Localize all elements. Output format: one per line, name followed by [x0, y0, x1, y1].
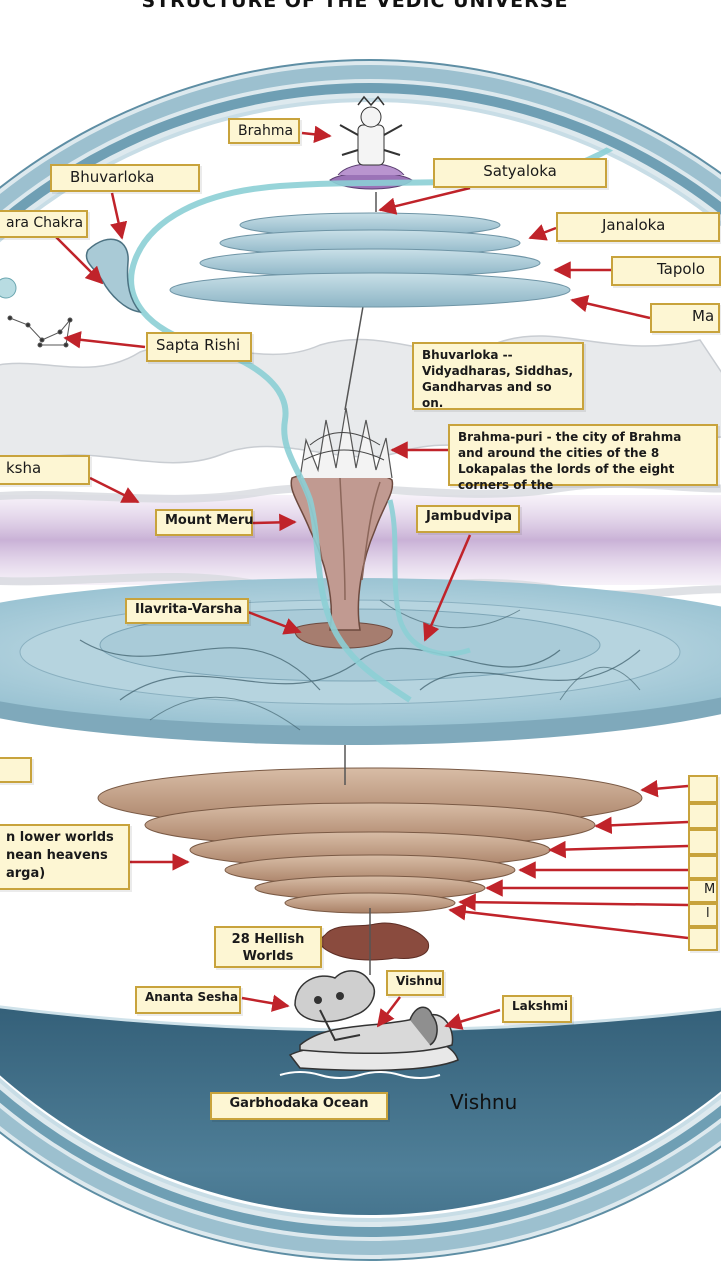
label-lower-right-7	[688, 927, 718, 951]
pointer-arrows	[55, 125, 689, 1030]
lower-worlds-discs	[97, 745, 643, 914]
label-brahma: Brahma	[228, 118, 300, 144]
label-vishnu-caption: Vishnu	[450, 1090, 518, 1114]
upper-lokas-discs	[169, 212, 571, 308]
label-maharloka: Ma	[650, 303, 720, 333]
hellish-worlds-mass	[319, 922, 430, 961]
label-bhuvarloka-description: Bhuvarloka -- Vidyadharas, Siddhas, Gand…	[412, 342, 584, 410]
label-janaloka: Janaloka	[556, 212, 720, 242]
label-lower-right-4	[688, 855, 718, 879]
diagram-title: STRUCTURE OF THE VEDIC UNIVERSE	[141, 0, 569, 12]
label-brahma-puri: Brahma-puri - the city of Brahma and aro…	[448, 424, 718, 492]
label-bhuvarloka: Bhuvarloka	[50, 164, 200, 192]
label-lower-right-5: M	[688, 879, 718, 903]
label-vishnu-box: Vishnu	[386, 970, 444, 996]
garbhodaka-ocean-water	[0, 975, 721, 1215]
label-garbhodaka-ocean: Garbhodaka Ocean	[210, 1092, 388, 1120]
label-sapta-rishi: Sapta Rishi	[146, 332, 252, 362]
label-tapoloka: Tapolo	[611, 256, 721, 286]
label-lower-right-2	[688, 803, 718, 829]
label-lower-right-6: l	[688, 903, 718, 927]
label-jambudvipa: Jambudvipa	[416, 505, 520, 533]
label-blank-left	[0, 757, 32, 783]
label-satyaloka: Satyaloka	[433, 158, 607, 188]
label-lower-worlds: n lower worlds nean heavens arga)	[0, 824, 130, 890]
label-lower-right-3	[688, 829, 718, 855]
label-ananta-sesha: Ananta Sesha	[135, 986, 241, 1014]
reclining-vishnu-icon	[279, 970, 459, 1079]
sapta-rishi-stars	[0, 277, 73, 348]
label-hellish-worlds: 28 Hellish Worlds	[214, 926, 322, 968]
label-lower-right-1	[688, 775, 718, 803]
label-ilavrita-varsha: Ilavrita-Varsha	[125, 598, 249, 624]
label-antariksha: ksha	[0, 455, 90, 485]
label-lakshmi: Lakshmi	[502, 995, 572, 1023]
label-sisumara-chakra: ara Chakra	[0, 210, 88, 238]
label-mount-meru: Mount Meru	[155, 509, 254, 536]
